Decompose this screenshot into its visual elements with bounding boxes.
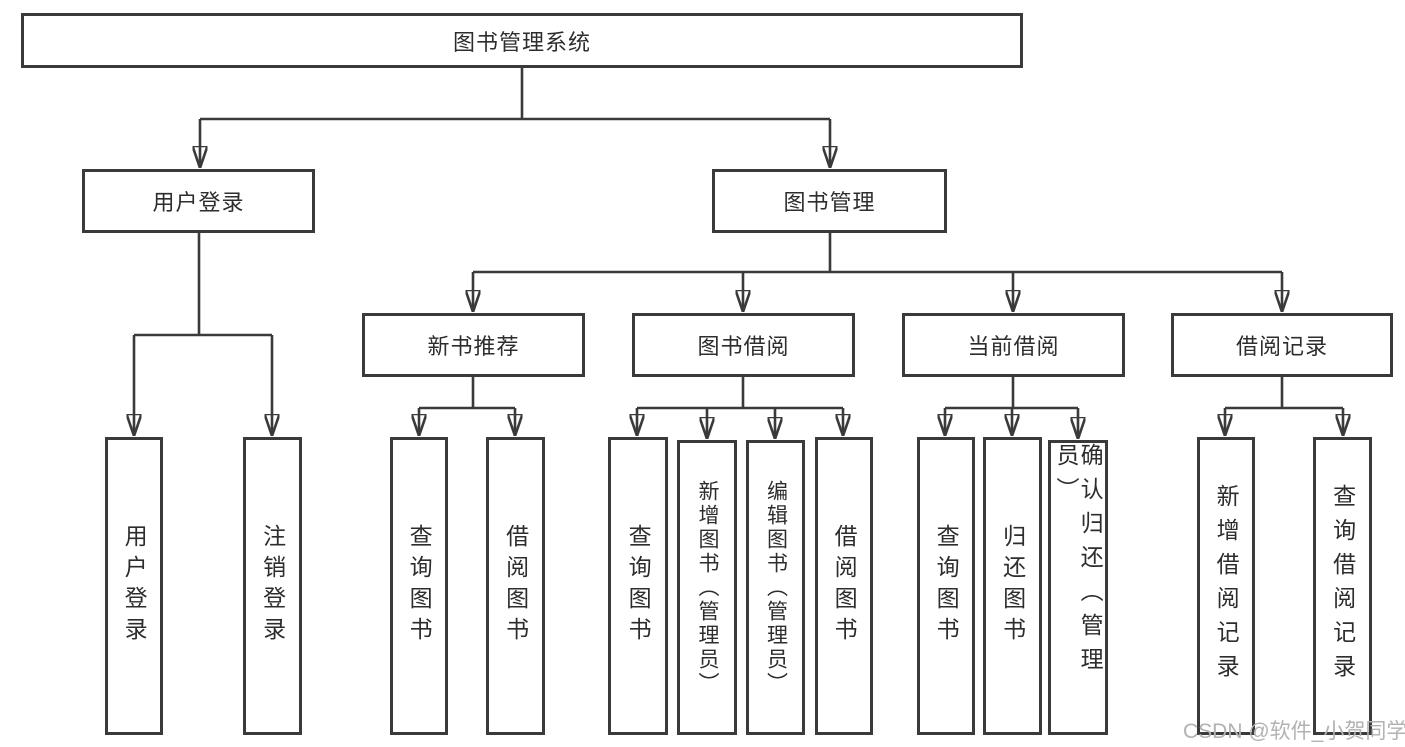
leaf-query-book: 查询图书 [917, 437, 975, 735]
leaf-borrow-book: 借阅图书 [815, 437, 873, 735]
node-book-management: 图书管理 [712, 169, 947, 233]
csdn-watermark: CSDN @软件_小贺同学 [1183, 720, 1405, 743]
leaf-query-book: 查询图书 [608, 437, 668, 735]
node-new-book-recommend: 新书推荐 [362, 313, 585, 377]
leaf-query-book: 查询图书 [390, 437, 448, 735]
leaf-borrow-book: 借阅图书 [486, 437, 545, 735]
leaf-return-book: 归还图书 [983, 437, 1042, 735]
leaf-query-borrow-record: 查询借阅记录 [1313, 437, 1372, 735]
node-user-login: 用户登录 [82, 169, 315, 233]
leaf-add-borrow-record: 新增借阅记录 [1197, 437, 1255, 735]
node-library-management-system: 图书管理系统 [21, 13, 1023, 68]
node-book-borrowing: 图书借阅 [632, 313, 855, 377]
leaf-add-book-admin: 新增图书（管理员） [677, 440, 737, 735]
node-current-borrowing: 当前借阅 [902, 313, 1125, 377]
node-borrowing-records: 借阅记录 [1171, 313, 1393, 377]
leaf-edit-book-admin: 编辑图书（管理员） [746, 440, 805, 735]
leaf-confirm-return-admin: 确认归还（管理员） [1048, 440, 1108, 735]
leaf-logout: 注销登录 [243, 437, 302, 735]
leaf-user-login: 用户登录 [105, 437, 163, 735]
